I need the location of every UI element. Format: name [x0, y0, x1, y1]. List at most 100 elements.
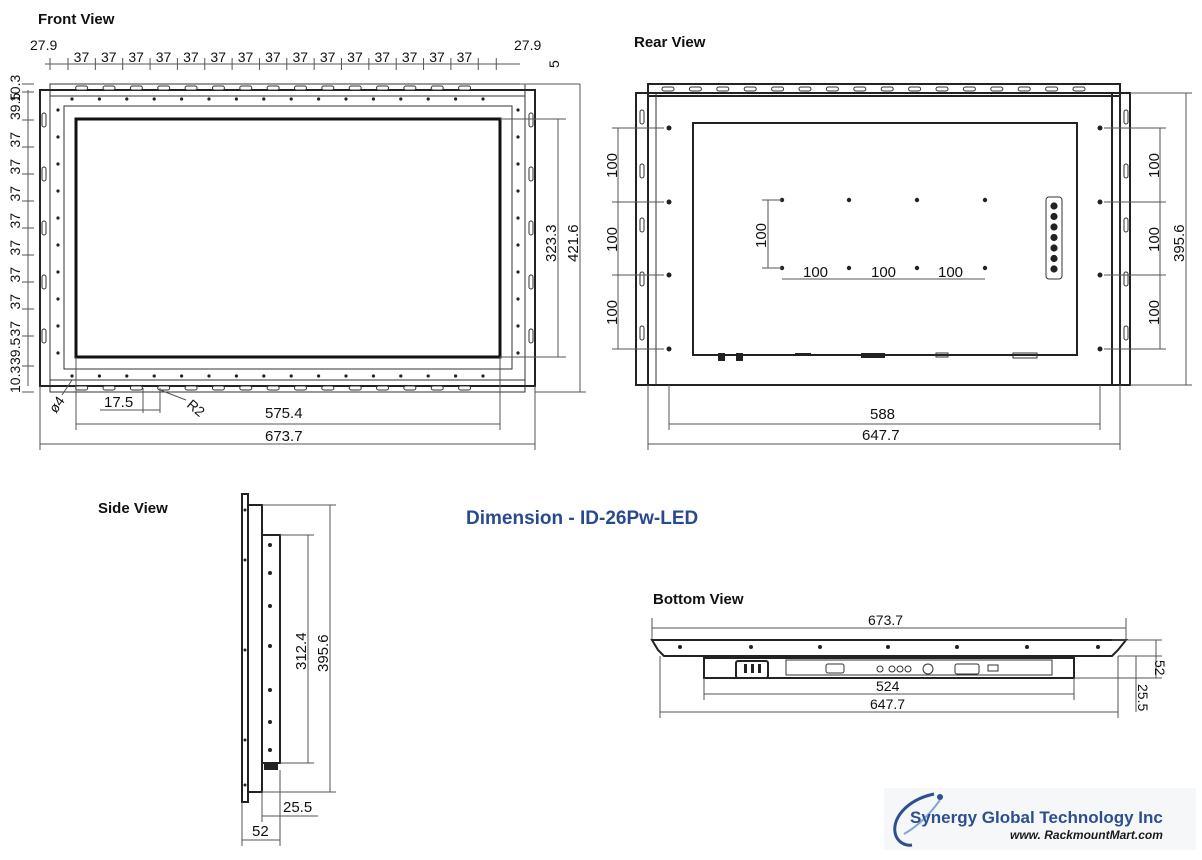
front-side-pitch-label: 37	[7, 159, 23, 175]
rear-right-slot	[1123, 109, 1129, 125]
rear-right-slot	[1123, 217, 1129, 233]
front-side-pitch-label: 37	[7, 294, 23, 310]
rear-vesa-hole	[846, 197, 852, 203]
rear-button	[1050, 254, 1058, 263]
side-back-box	[261, 534, 281, 764]
front-left-hole	[56, 189, 60, 193]
front-right-slot	[528, 112, 534, 128]
bottom-vga-port	[825, 663, 845, 674]
front-top-hole	[125, 97, 129, 101]
side-hole	[268, 604, 272, 608]
front-top-slot	[348, 85, 362, 91]
front-top-hole	[426, 97, 430, 101]
front-flange	[49, 83, 526, 393]
bottom-depth-outer-label: 52	[1152, 660, 1168, 676]
front-top-pitch-label: 37	[128, 49, 144, 65]
front-left-hole	[56, 324, 60, 328]
front-hole-leader	[61, 379, 73, 396]
front-top-pitch-label: 27.9	[514, 37, 541, 53]
rear-buttons	[1050, 202, 1058, 273]
front-top-hole	[481, 97, 485, 101]
front-bottom-hole	[207, 374, 211, 378]
rear-left-slot	[639, 325, 645, 341]
front-right-slot	[528, 274, 534, 290]
front-bottom-hole	[289, 374, 293, 378]
front-bottom-slot	[321, 385, 335, 391]
front-top-pitch-label: 37	[375, 49, 391, 65]
rear-top-slot	[716, 86, 730, 92]
front-right-hole	[516, 324, 520, 328]
front-bottom-slot	[211, 385, 225, 391]
rear-top-slot	[1045, 86, 1059, 92]
front-top-hole	[344, 97, 348, 101]
front-bottom-hole	[426, 374, 430, 378]
rear-button	[1050, 244, 1058, 252]
front-bottom-slot	[239, 385, 253, 391]
front-right-slot	[528, 328, 534, 344]
front-side-pitch-label: 37	[7, 132, 23, 148]
front-bottom-slot	[129, 385, 143, 391]
rear-connector-3	[795, 353, 811, 356]
front-left-hole	[56, 108, 60, 112]
front-left-hole	[56, 297, 60, 301]
side-bezel-hole	[243, 738, 247, 742]
front-outer-bezel	[39, 89, 536, 387]
front-side-pitch-label: 39.5	[7, 93, 23, 120]
rear-right-slot	[1123, 271, 1129, 287]
rear-top-slot	[1017, 86, 1031, 92]
rear-top-slot	[688, 86, 702, 92]
rear-button	[1050, 212, 1058, 221]
front-right-hole	[516, 243, 520, 247]
front-bottom-hole	[481, 374, 485, 378]
front-right-slot	[528, 166, 534, 182]
rear-top-slot	[825, 86, 839, 92]
front-bottom-hole	[262, 374, 266, 378]
front-top-slot	[129, 85, 143, 91]
rear-vesa-h-1: 100	[803, 264, 828, 281]
front-top-pitch-label: 37	[402, 49, 418, 65]
front-radius-label: R2	[184, 396, 208, 420]
rear-cover-plate	[692, 122, 1078, 356]
company-logo: Synergy Global Technology Inc www. Rackm…	[884, 788, 1196, 850]
front-top-pitch-label: 37	[238, 49, 254, 65]
rear-side-slots	[639, 109, 1129, 341]
front-top-pitch-label: 37	[347, 49, 363, 65]
rear-vesa-holes	[779, 197, 988, 271]
front-top-pitch-label: 37	[210, 49, 226, 65]
bottom-top-width-label: 673.7	[868, 612, 903, 628]
rear-left-pitch-3: 100	[604, 300, 621, 325]
front-view-label: Front View	[38, 11, 115, 28]
rear-inner-width-label: 588	[870, 406, 895, 423]
rear-right-hole	[1097, 346, 1103, 352]
front-top-pitch-label: 37	[101, 49, 117, 65]
front-top-slot	[293, 85, 307, 91]
rear-connector-1	[718, 353, 725, 361]
rear-top-slot	[880, 86, 894, 92]
front-top-pitch-label: 37	[320, 49, 336, 65]
front-top-slot	[211, 85, 225, 91]
rear-connector-5	[935, 352, 949, 358]
bottom-dvi-port	[954, 663, 980, 675]
bottom-hole	[1096, 645, 1100, 649]
front-side-pitch-label: 10.3	[7, 366, 23, 393]
bottom-power-pin-2	[751, 664, 754, 673]
front-side-pitch-label: 37	[7, 213, 23, 229]
front-bottom-slot	[266, 385, 280, 391]
rear-top-slots	[661, 86, 1086, 92]
front-left-hole	[56, 216, 60, 220]
rear-top-slot	[962, 86, 976, 92]
bottom-power-pin-1	[744, 664, 747, 673]
logo-background	[884, 788, 1196, 850]
bottom-usb-port	[987, 664, 999, 672]
side-bezel-hole	[243, 648, 247, 652]
front-hole-dia-label: ø4	[45, 393, 68, 416]
front-right-hole	[516, 297, 520, 301]
front-right-hole	[516, 270, 520, 274]
bottom-back-box	[703, 657, 1075, 679]
front-top-slot	[184, 85, 198, 91]
orbit-swoosh-logo-icon	[893, 792, 943, 847]
rear-right-pitch-2: 100	[1146, 227, 1163, 252]
rear-right-flange	[1111, 92, 1131, 386]
